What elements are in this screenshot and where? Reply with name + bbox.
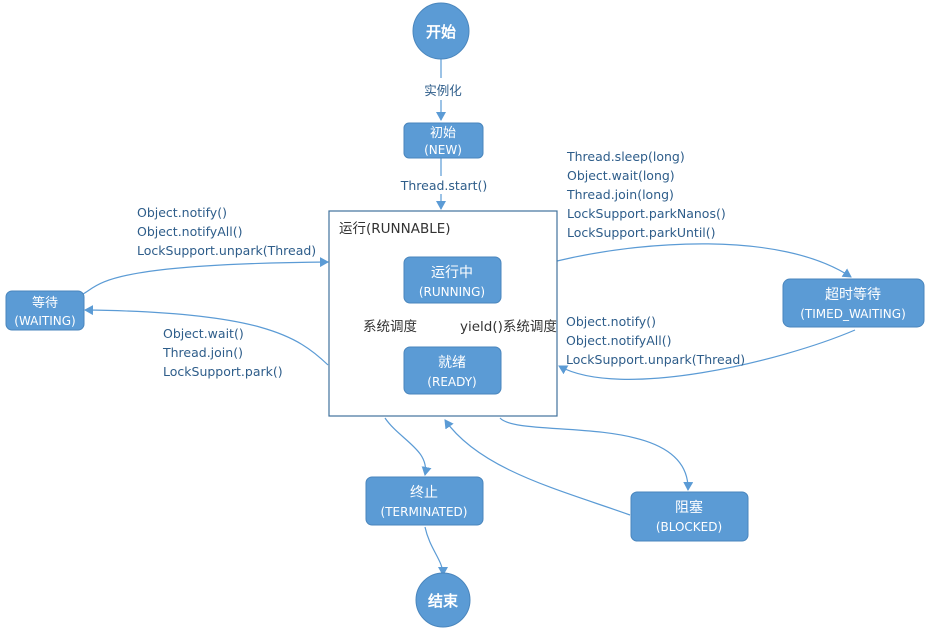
new-sublabel: (NEW) <box>424 143 462 157</box>
edge-blocked-to-runnable <box>444 419 631 516</box>
to-timed-waiting-label-0: Thread.sleep(long) <box>566 149 685 164</box>
new-label: 初始 <box>430 126 456 141</box>
timed-waiting-node: 超时等待 (TIMED_WAITING) <box>782 278 925 328</box>
end-label: 结束 <box>428 592 459 610</box>
to-timed-waiting-label-1: Object.wait(long) <box>567 168 675 183</box>
edge-runnable-to-timed-waiting <box>556 243 852 278</box>
running-node: 运行中 (RUNNING) <box>403 256 502 304</box>
terminated-sublabel: (TERMINATED) <box>381 505 468 519</box>
edge-runnable-to-waiting <box>84 305 329 366</box>
to-timed-waiting-labels: Thread.sleep(long) Object.wait(long) Thr… <box>566 149 726 240</box>
edge-timed-waiting-to-runnable <box>558 329 856 380</box>
waiting-sublabel: (WAITING) <box>14 314 75 328</box>
to-timed-waiting-label-4: LockSupport.parkUntil() <box>567 225 716 240</box>
new-node: 初始 (NEW) <box>403 122 484 159</box>
to-timed-waiting-label-2: Thread.join(long) <box>566 187 674 202</box>
edge-runnable-to-terminated <box>384 417 432 476</box>
terminated-node: 终止 (TERMINATED) <box>365 476 484 526</box>
timed-waiting-label: 超时等待 <box>825 286 881 303</box>
to-waiting-label-0: Object.wait() <box>163 326 244 341</box>
edge-waiting-to-runnable <box>82 257 329 295</box>
running-sublabel: (RUNNING) <box>419 285 485 299</box>
from-timed-waiting-label-2: LockSupport.unpark(Thread) <box>566 352 745 367</box>
end-node: 结束 <box>415 572 471 628</box>
to-timed-waiting-label-3: LockSupport.parkNanos() <box>567 206 726 221</box>
terminated-label: 终止 <box>410 485 438 501</box>
system-schedule-label: 系统调度 <box>363 319 417 335</box>
from-waiting-label-1: Object.notifyAll() <box>137 224 242 239</box>
running-label: 运行中 <box>431 265 473 281</box>
edge-runnable-to-blocked <box>499 417 694 491</box>
to-waiting-labels: Object.wait() Thread.join() LockSupport.… <box>162 326 283 379</box>
yield-schedule-label: yield()系统调度 <box>460 319 557 335</box>
from-waiting-label-0: Object.notify() <box>137 205 227 220</box>
ready-sublabel: (READY) <box>427 375 476 389</box>
blocked-sublabel: (BLOCKED) <box>656 520 722 534</box>
blocked-label: 阻塞 <box>675 499 703 516</box>
from-timed-waiting-label-1: Object.notifyAll() <box>566 333 671 348</box>
from-waiting-labels: Object.notify() Object.notifyAll() LockS… <box>137 205 316 258</box>
blocked-node: 阻塞 (BLOCKED) <box>630 491 749 542</box>
from-timed-waiting-label-0: Object.notify() <box>566 314 656 329</box>
waiting-node: 等待 (WAITING) <box>5 290 85 331</box>
start-node: 开始 <box>412 2 470 60</box>
edge-terminated-to-end <box>424 526 448 576</box>
runnable-label: 运行(RUNNABLE) <box>339 221 451 237</box>
ready-label: 就绪 <box>438 355 466 371</box>
ready-node: 就绪 (READY) <box>403 346 502 395</box>
waiting-label: 等待 <box>32 295 58 311</box>
from-timed-waiting-labels: Object.notify() Object.notifyAll() LockS… <box>566 314 745 367</box>
to-waiting-label-2: LockSupport.park() <box>163 364 283 379</box>
timed-waiting-sublabel: (TIMED_WAITING) <box>800 307 906 321</box>
to-waiting-label-1: Thread.join() <box>162 345 243 360</box>
instantiate-label: 实例化 <box>424 83 462 98</box>
from-waiting-label-2: LockSupport.unpark(Thread) <box>137 243 316 258</box>
thread-start-label: Thread.start() <box>400 178 488 193</box>
start-label: 开始 <box>426 23 456 41</box>
